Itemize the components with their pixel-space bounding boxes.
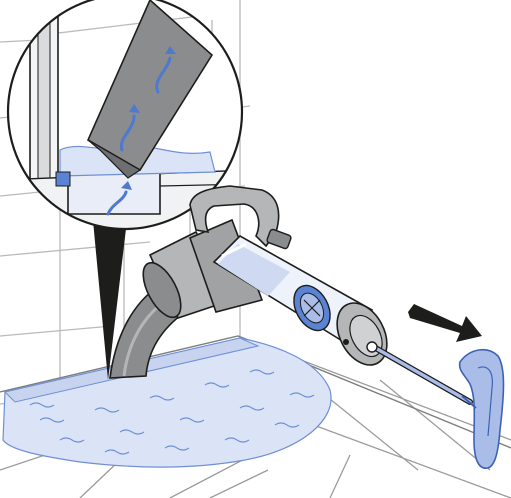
- water-puddle: [3, 338, 331, 467]
- pull-arrow-icon: [408, 304, 482, 342]
- plunger-handle: [367, 342, 504, 468]
